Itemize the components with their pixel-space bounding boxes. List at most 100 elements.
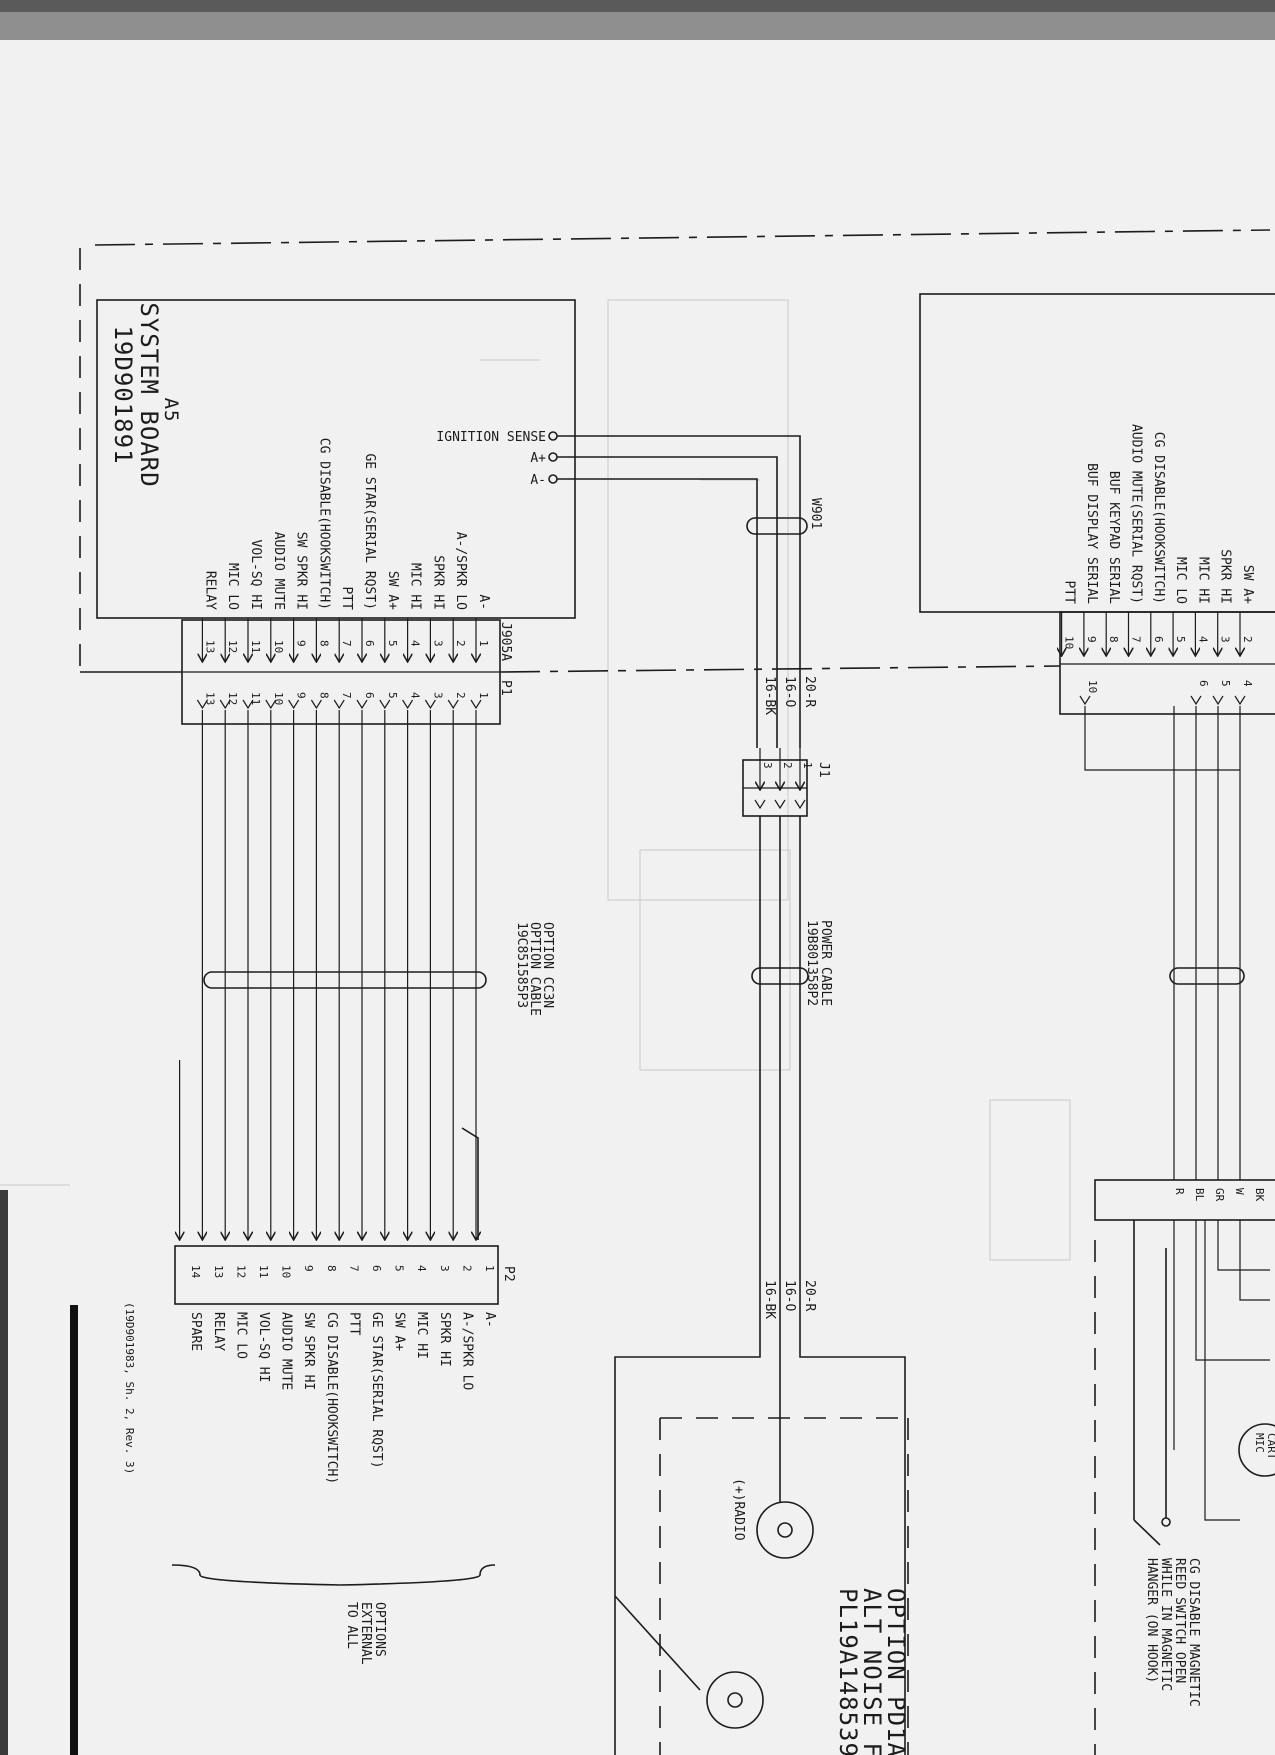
p1-label: P1	[498, 680, 513, 696]
right-pin-label-3: SPKR HI	[1218, 549, 1233, 604]
right-pin-label-4: MIC HI	[1195, 557, 1210, 604]
radio-terminal-lug	[756, 1501, 814, 1559]
a5-pin-label-10: AUDIO MUTE	[271, 532, 286, 610]
a5-pin-label-13: RELAY	[202, 571, 217, 610]
power-cable-name: POWER CABLE	[818, 920, 833, 1006]
j905a-pin-13: 13	[203, 640, 216, 653]
p2-pin-3: 3	[438, 1265, 451, 1272]
a5-pin-label-6: GE STAR(SERIAL RQST)	[362, 453, 377, 610]
a5-pin-label-12: MIC LO	[225, 563, 240, 610]
j1-label: J1	[816, 762, 831, 778]
right-pin-label-7: AUDIO MUTE(SERIAL RQST)	[1129, 424, 1144, 604]
a5-pin-label-5: SW A+	[385, 571, 400, 610]
p1-pin-4: 4	[409, 692, 422, 699]
p2-pin-label-14: SPARE	[188, 1312, 203, 1351]
j905a-pin-11: 11	[249, 640, 262, 653]
a5-power-terminals: IGNITION SENSE A+ A-	[436, 430, 801, 748]
p2-pin-label-5: SW A+	[392, 1312, 407, 1351]
noise-filter-line3: PL19A148539	[834, 1588, 862, 1755]
mic-cart-symbol	[1238, 1423, 1275, 1477]
p2-pin-2: 2	[460, 1265, 473, 1272]
a5-pin-label-11: VOL-SQ HI	[248, 540, 263, 610]
j905a-pin-6: 6	[363, 640, 376, 647]
p2-label: P2	[501, 1266, 516, 1282]
cg-note-line3: WHILE IN MAGNETIC	[1158, 1558, 1173, 1691]
p1-pin-6: 6	[363, 692, 376, 699]
document-reference: (19D901983, Sh. 2, Rev. 3)	[123, 1302, 136, 1474]
a5-system-board: A5 SYSTEM BOARD 19D901891 A-A-/SPKR LOSP…	[96, 299, 576, 619]
p2-pin-label-9: SW SPKR HI	[301, 1312, 316, 1390]
pc-end-wire-label-16-BK: 16-BK	[762, 1280, 777, 1319]
ignition-sense-terminal	[548, 431, 558, 441]
wire-color-BK: BK	[1253, 1188, 1266, 1202]
p2-pin-4: 4	[415, 1265, 428, 1272]
right-pin-5: 5	[1174, 636, 1187, 643]
reed-switch-blade	[1133, 1519, 1161, 1546]
noise-filter-line2: ALT NOISE F	[858, 1588, 886, 1755]
j905a-pin-2: 2	[454, 640, 467, 647]
color-code-box	[1094, 1179, 1275, 1221]
p2-pin-10: 10	[280, 1265, 293, 1278]
a-plus-terminal	[548, 452, 558, 462]
p2-pin-11: 11	[257, 1265, 270, 1278]
p2-pin-13: 13	[212, 1265, 225, 1278]
radio-terminal-hole	[777, 1522, 793, 1538]
j905a-pin-1: 1	[477, 640, 490, 647]
right-mate-pin-4: 4	[1241, 680, 1254, 687]
right-pin-label-10: PTT	[1062, 581, 1077, 605]
a-minus-label: A-	[530, 473, 546, 488]
right-pin-8: 8	[1107, 636, 1120, 643]
pc-end-wire-label-16-O: 16-O	[782, 1280, 797, 1311]
to-options-line2: EXTERNAL	[358, 1602, 373, 1665]
system-board-boundary	[79, 229, 1271, 673]
power-cable-part: 19B801358P2	[804, 920, 819, 1006]
filter-terminal-lug	[706, 1671, 764, 1729]
filter-terminal-hole	[727, 1692, 743, 1708]
right-bundle-ring	[1169, 967, 1245, 985]
power-cable-bundle-ring	[751, 967, 809, 985]
option-cable-bundle-ring	[203, 971, 487, 989]
right-pin-4: 4	[1196, 636, 1209, 643]
j905a-pin-9: 9	[295, 640, 308, 647]
right-pin-7: 7	[1130, 636, 1143, 643]
p1-pin-7: 7	[340, 692, 353, 699]
p1-pin-8: 8	[317, 692, 330, 699]
p2-connector-outline	[174, 1245, 499, 1305]
cg-note-line2: REED SWITCH OPEN	[1172, 1558, 1187, 1683]
show-through	[480, 299, 1071, 1261]
p2-pin-label-8: CG DISABLE(HOOKSWITCH)	[324, 1312, 339, 1484]
reed-switch-contact	[1161, 1517, 1171, 1527]
pc-wire-label-16-O: 16-O	[782, 676, 797, 707]
j905a-label: J905A	[498, 622, 513, 661]
p2-pin-label-7: PTT	[346, 1312, 361, 1336]
a5-pin-label-9: SW SPKR HI	[294, 532, 309, 610]
p2-pin-label-10: AUDIO MUTE	[279, 1312, 294, 1390]
pc-end-wire-label-20-R: 20-R	[802, 1280, 817, 1311]
p2-pin-6: 6	[370, 1265, 383, 1272]
options-brace	[171, 1564, 496, 1586]
right-pin-label-6: CG DISABLE(HOOKSWITCH)	[1151, 432, 1166, 604]
w901-ref: W901	[808, 498, 823, 529]
a-minus-terminal	[548, 474, 558, 484]
j905a-pin-7: 7	[340, 640, 353, 647]
right-pin-6: 6	[1152, 636, 1165, 643]
p2-pin-label-12: MIC LO	[233, 1312, 248, 1359]
scan-top-shadow	[0, 0, 1275, 12]
j905a-pin-8: 8	[317, 640, 330, 647]
p2-pin-label-6: GE STAR(SERIAL RQST)	[369, 1312, 384, 1469]
cg-note-line4: HANGER (ON HOOK)	[1144, 1558, 1159, 1683]
a5-part: 19D901891	[109, 325, 137, 464]
wire-color-BL: BL	[1193, 1188, 1206, 1202]
wire-color-GR: GR	[1213, 1188, 1226, 1202]
mic-cart-line2: CART	[1265, 1433, 1275, 1460]
p2-pin-12: 12	[234, 1265, 247, 1278]
a-plus-label: A+	[530, 451, 546, 466]
option-cable-wires	[180, 710, 476, 1240]
right-mate-pin-5: 5	[1219, 680, 1232, 687]
wire-color-R: R	[1173, 1188, 1186, 1195]
